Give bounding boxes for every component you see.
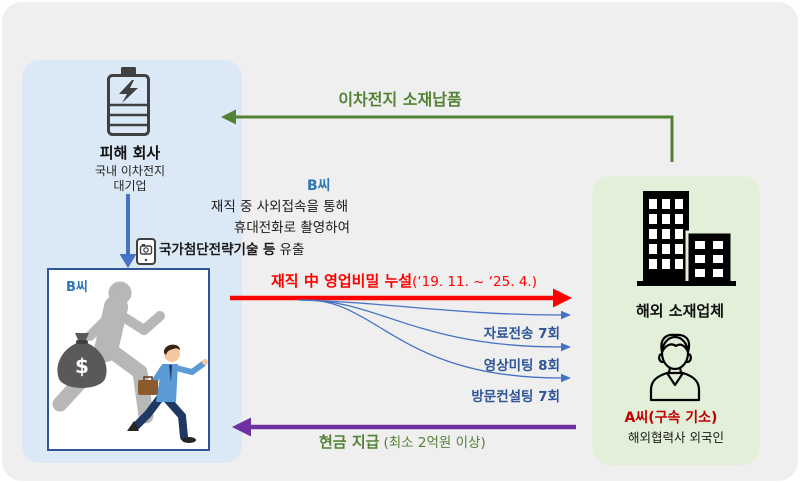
- main-building-windows: [649, 199, 683, 269]
- battery-cap: [121, 67, 136, 75]
- businessman-hand: [202, 359, 208, 365]
- supply-arrow: [221, 109, 674, 162]
- money-bag-icon: $: [57, 333, 107, 388]
- overseas-person-desc: 해외협력사 외국인: [628, 430, 724, 445]
- businessman-hair: [163, 344, 180, 355]
- channel-curve: [297, 299, 562, 316]
- payment-label-main: 현금 지급: [319, 433, 380, 451]
- supply-arrow-line: [234, 115, 674, 162]
- person-collar: [665, 371, 685, 387]
- person-head: [660, 335, 690, 371]
- channel-visit-consulting: 방문컨설팅 7회: [471, 389, 560, 405]
- supply-arrow-head: [221, 109, 236, 125]
- shadow-front-leg: [102, 342, 154, 424]
- businessman-back-arm: [151, 365, 166, 385]
- money-bag-body: [57, 333, 107, 388]
- leak-channel-arrows: [297, 299, 571, 383]
- battery-icon: [107, 67, 150, 136]
- insider-name: B씨: [307, 178, 331, 194]
- person-ear-left: [658, 352, 665, 364]
- businessman-back-shoe: [127, 421, 139, 431]
- leak-arrow-head: [553, 288, 572, 308]
- channel-arrow-visit-consulting: [305, 299, 571, 383]
- shadow-front-arm: [117, 311, 165, 335]
- lightning-bolt: [119, 80, 138, 103]
- leak-label: 재직 中 영업비밀 누설(‘19. 11. ~ ‘25. 4.): [271, 272, 537, 291]
- briefcase-icon: [138, 380, 158, 395]
- briefcase-handle: [143, 376, 153, 380]
- overseas-person-name: A씨(구속 기소): [624, 410, 718, 426]
- payment-label: 현금 지급(최소 2억원 이상): [319, 433, 486, 452]
- running-businessman-with-money-bag: $: [52, 281, 208, 443]
- channel-arrow-head: [561, 373, 571, 383]
- channel-curve: [305, 299, 562, 379]
- channel-data-transfer: 자료전송 7회: [483, 326, 560, 342]
- building-ground: [637, 281, 736, 286]
- victim-company-desc-line1: 국내 이차전지: [94, 164, 166, 178]
- channel-arrow-data-transfer: [297, 299, 571, 320]
- businessman-figure: [127, 344, 208, 443]
- insider-down-arrow-head: [119, 254, 137, 268]
- channel-arrow-video-meeting: [301, 299, 571, 352]
- camera-flash: [142, 244, 145, 246]
- channel-video-meeting: 영상미팅 8회: [483, 358, 560, 374]
- businessman-front-shoe: [182, 437, 196, 443]
- person-hair: [660, 333, 691, 354]
- phone-body: [136, 238, 156, 265]
- leak-arrow: [230, 288, 572, 308]
- businessman-front-arm: [173, 361, 206, 376]
- building-icon: [637, 191, 736, 286]
- supply-label: 이차전지 소재납품: [338, 90, 462, 109]
- phone-button: [144, 258, 148, 262]
- person-shoulders: [649, 371, 701, 402]
- businessman-back-leg: [132, 394, 164, 430]
- victim-company-title: 피해 회사: [99, 144, 161, 162]
- person-ear-right: [685, 352, 692, 364]
- victim-company-desc-line2: 대기업: [113, 179, 147, 193]
- person-icon: [649, 333, 701, 402]
- camera-body: [139, 245, 153, 255]
- insider-down-arrow: [119, 194, 137, 268]
- businessman-front-leg: [162, 394, 188, 441]
- insider-action-line1: 재직 중 사외접속을 통해: [210, 199, 348, 215]
- money-bag-tie: [76, 340, 88, 344]
- phone-camera-icon: [136, 238, 156, 265]
- payment-arrow-head: [232, 417, 251, 437]
- leaked-item: 국가첨단전략기술 등: [159, 242, 276, 258]
- channel-arrow-head: [561, 342, 571, 352]
- insider-card-label: B씨: [66, 280, 88, 295]
- side-building-windows: [695, 241, 723, 277]
- payment-amount: (최소 2억원 이상): [383, 435, 486, 451]
- leak-period: (‘19. 11. ~ ‘25. 4.): [412, 274, 537, 290]
- overseas-company-title: 해외 소재업체: [635, 302, 725, 320]
- leak-label-main: 재직 中 영업비밀 누설: [271, 272, 413, 290]
- camera-lens: [143, 247, 149, 253]
- channel-arrow-head: [561, 310, 571, 320]
- money-bag-symbol: $: [75, 354, 89, 378]
- shadow-back-arm: [85, 311, 115, 341]
- leak-verb: 유출: [279, 242, 305, 258]
- insider-action-line2: 휴대전화로 촬영하여: [233, 220, 350, 236]
- channel-curve: [301, 299, 562, 348]
- payment-arrow: [232, 417, 576, 437]
- side-building: [685, 230, 734, 285]
- businessman-tie: [169, 365, 172, 382]
